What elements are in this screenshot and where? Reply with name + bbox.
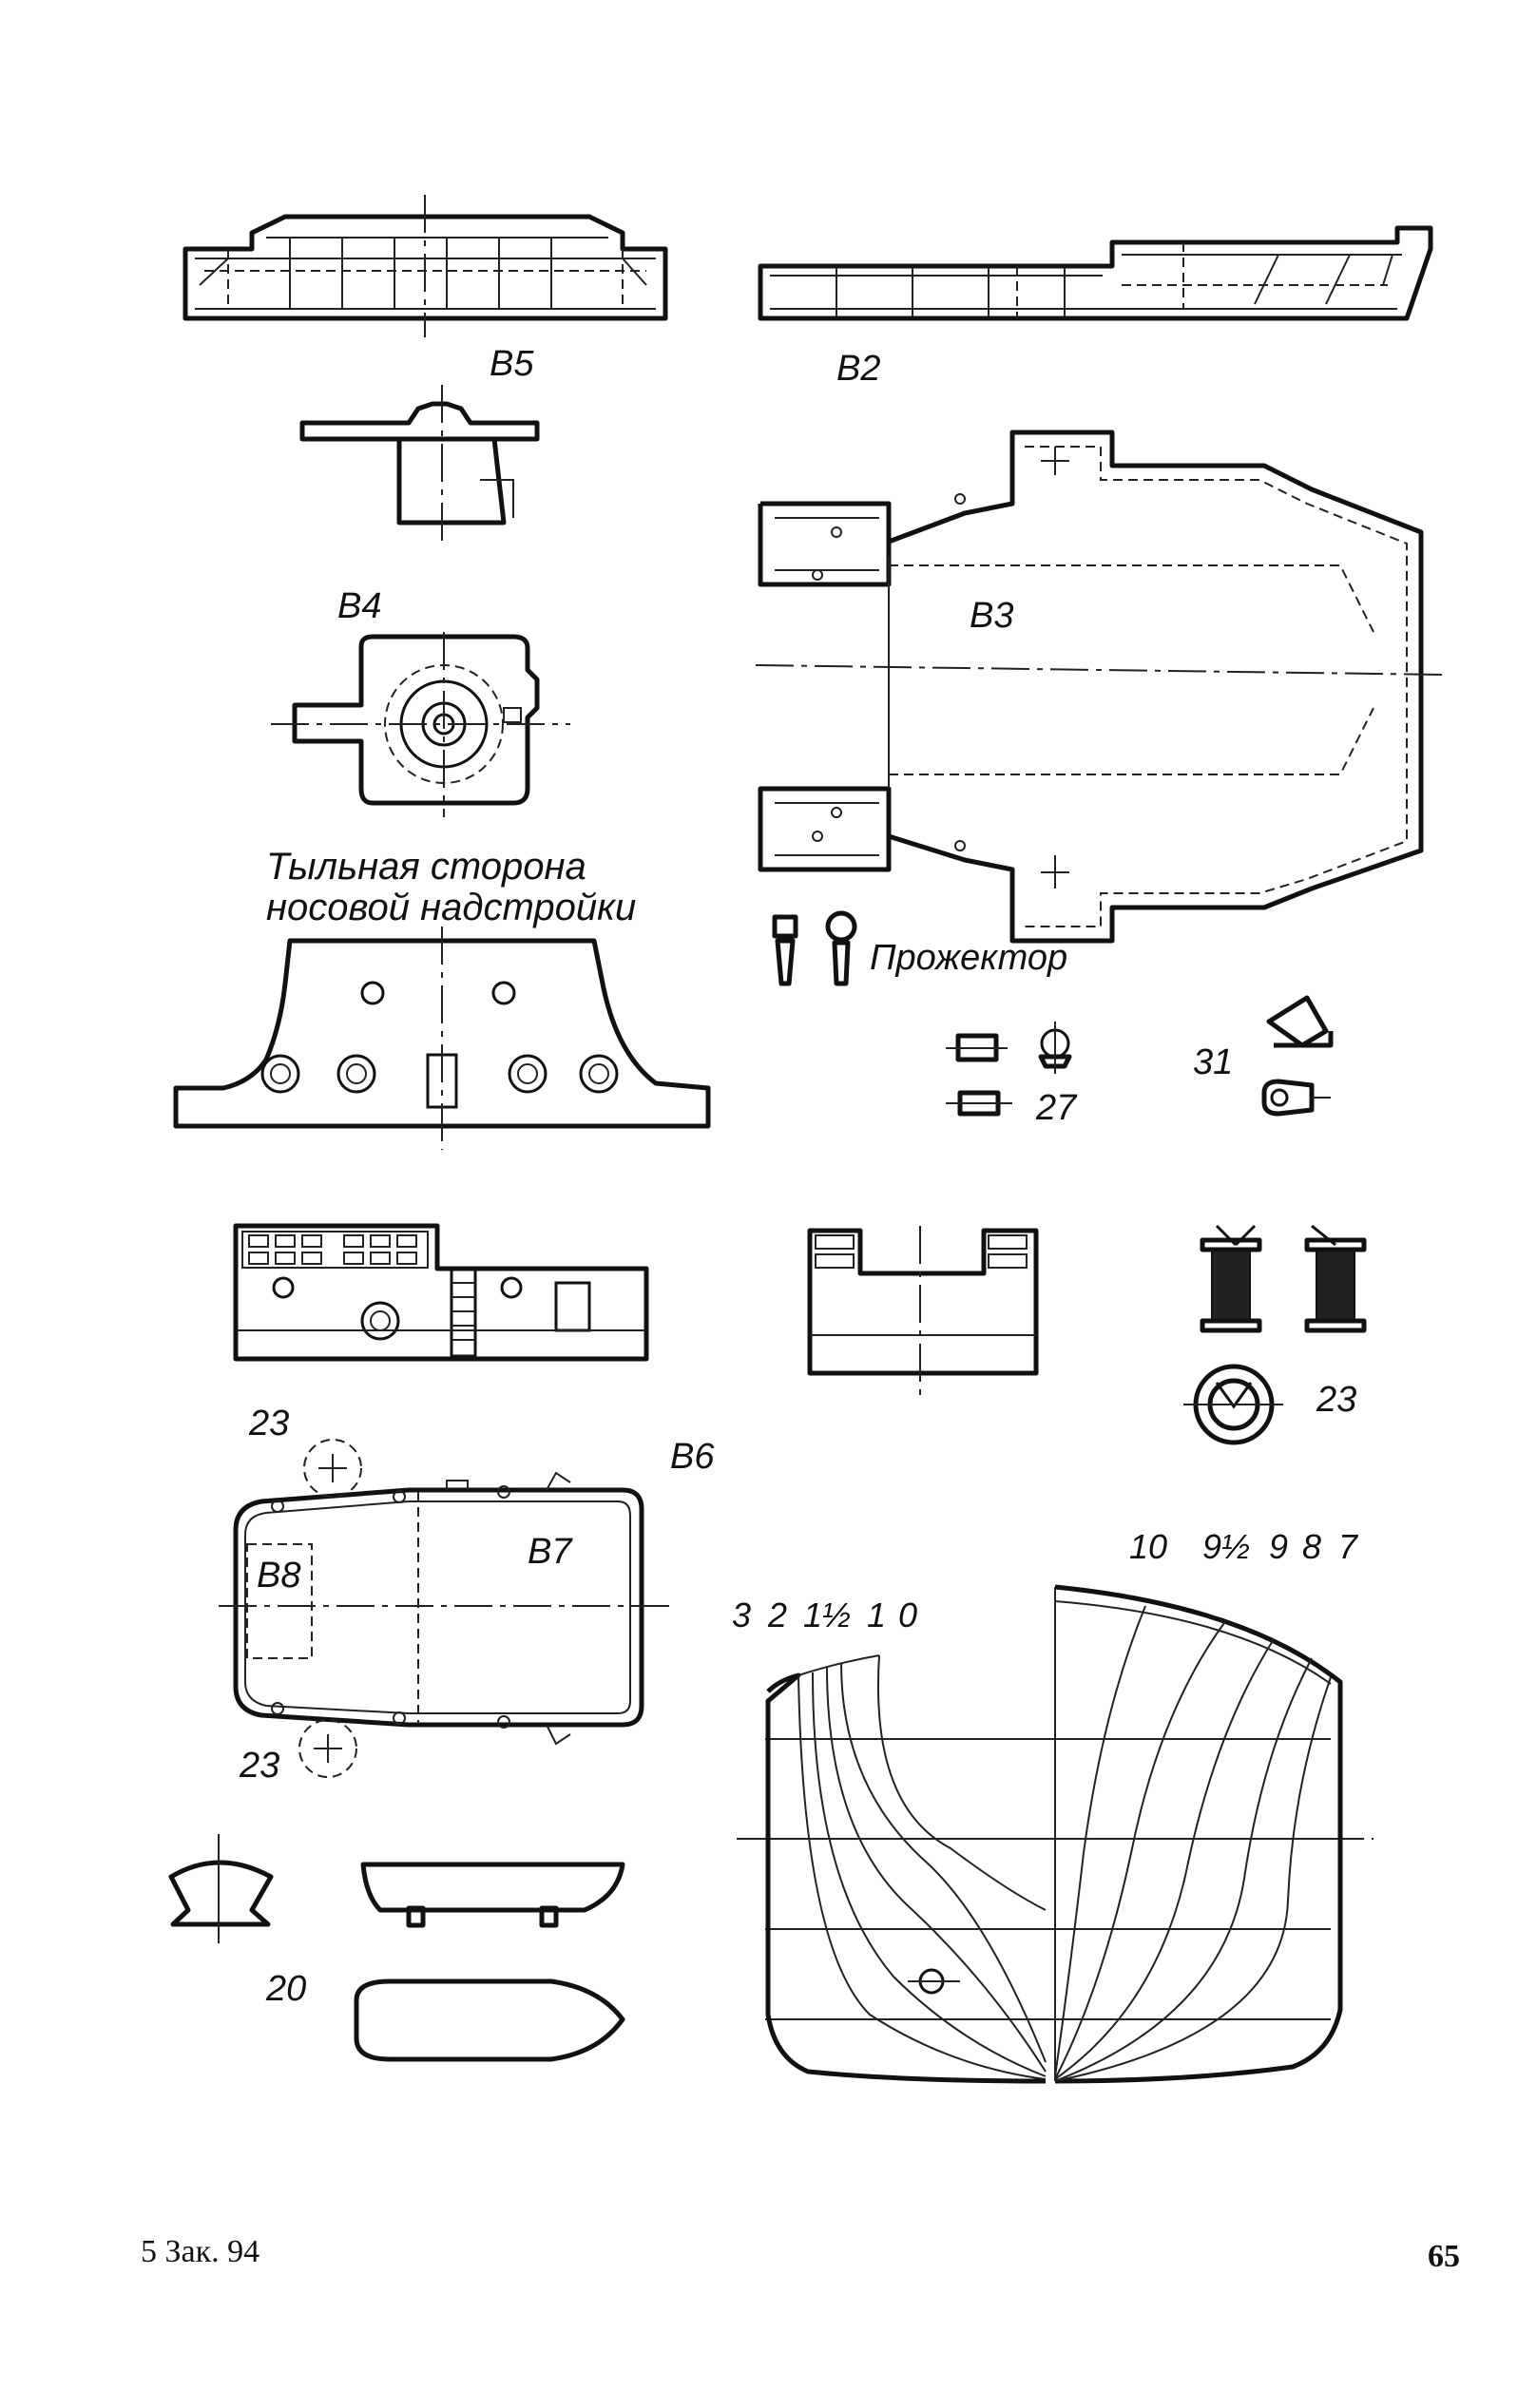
part-b4-plan: [271, 632, 570, 817]
station-labels-left: 3 2 1½ 1 0: [732, 1596, 917, 1634]
label-23-top: 23: [248, 1404, 289, 1443]
label-27: 27: [1035, 1088, 1078, 1128]
station-label: 2: [767, 1596, 787, 1634]
label-b7: B7: [528, 1532, 573, 1572]
label-b6: B6: [670, 1437, 715, 1477]
label-31: 31: [1193, 1042, 1233, 1082]
label-b4: B4: [337, 586, 381, 626]
searchlight-icons: [772, 910, 857, 986]
part-b2-drawing: [758, 225, 1433, 321]
label-23-bottom: 23: [239, 1746, 279, 1786]
footer-order: 5 Зак. 94: [141, 2234, 259, 2269]
station-label: 9: [1269, 1527, 1288, 1566]
page-number: 65: [1428, 2239, 1460, 2274]
label-23-bitts: 23: [1316, 1380, 1356, 1420]
wheelhouse-front: [807, 1226, 1039, 1402]
body-plan-drawing: [737, 1584, 1374, 2084]
bow-superstructure-rear: [173, 927, 711, 1150]
label-b8: B8: [257, 1556, 300, 1596]
label-b2: B2: [836, 349, 880, 389]
station-labels-right: 10 9½ 9 8 7: [1129, 1527, 1359, 1566]
station-label: 1½: [803, 1596, 851, 1634]
part-b6-b7-plan: [219, 1439, 670, 1778]
station-label: 3: [732, 1596, 751, 1634]
part-b5-drawing: [183, 195, 668, 337]
station-label: 9½: [1202, 1527, 1250, 1566]
station-label: 10: [1129, 1527, 1167, 1566]
part-b4-elevation: [299, 385, 540, 542]
station-label: 1: [867, 1596, 886, 1634]
label-searchlight: Прожектор: [870, 938, 1067, 978]
station-label: 8: [1302, 1527, 1321, 1566]
part-20-boat: [168, 1834, 625, 2062]
label-20: 20: [265, 1969, 306, 2009]
station-label: 0: [898, 1596, 917, 1634]
part-27: [946, 1022, 1072, 1117]
part-23-bitts: [1183, 1224, 1367, 1445]
part-b3-plan: [755, 430, 1446, 944]
wheelhouse-elevation: [233, 1223, 649, 1362]
caption-line-2: носовой надстройки: [266, 887, 636, 928]
part-31: [1261, 995, 1334, 1117]
label-b5: B5: [490, 344, 534, 384]
label-b3: B3: [970, 596, 1013, 636]
station-label: 7: [1338, 1527, 1359, 1566]
caption-line-1: Тыльная сторона: [266, 846, 586, 888]
